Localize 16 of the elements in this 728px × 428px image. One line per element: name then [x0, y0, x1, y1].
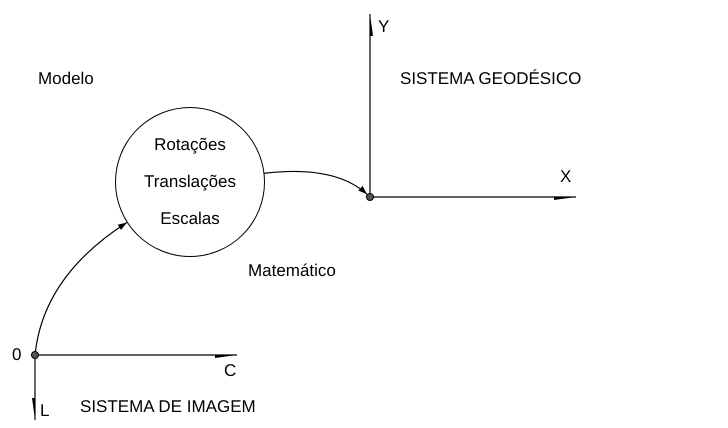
arrow — [264, 170, 368, 195]
caption-text: Modelo — [38, 70, 94, 89]
transformation-text: Translações — [144, 172, 236, 192]
system-title: SISTEMA DE IMAGEM — [80, 398, 256, 417]
transformation-text: Escalas — [160, 210, 220, 228]
caption-text: Matemático — [248, 262, 336, 281]
system-title: SISTEMA GEODÉSICO — [400, 70, 582, 89]
axis-label: Y — [378, 18, 390, 37]
axis-label: X — [560, 168, 572, 187]
caption-text: 0 — [12, 346, 22, 365]
arrow — [34, 222, 128, 352]
origin-point — [366, 193, 374, 201]
axis-label: L — [40, 402, 50, 421]
origin-point — [31, 351, 39, 359]
transformation-text: Rotações — [154, 136, 226, 154]
axis-label: C — [224, 362, 236, 381]
